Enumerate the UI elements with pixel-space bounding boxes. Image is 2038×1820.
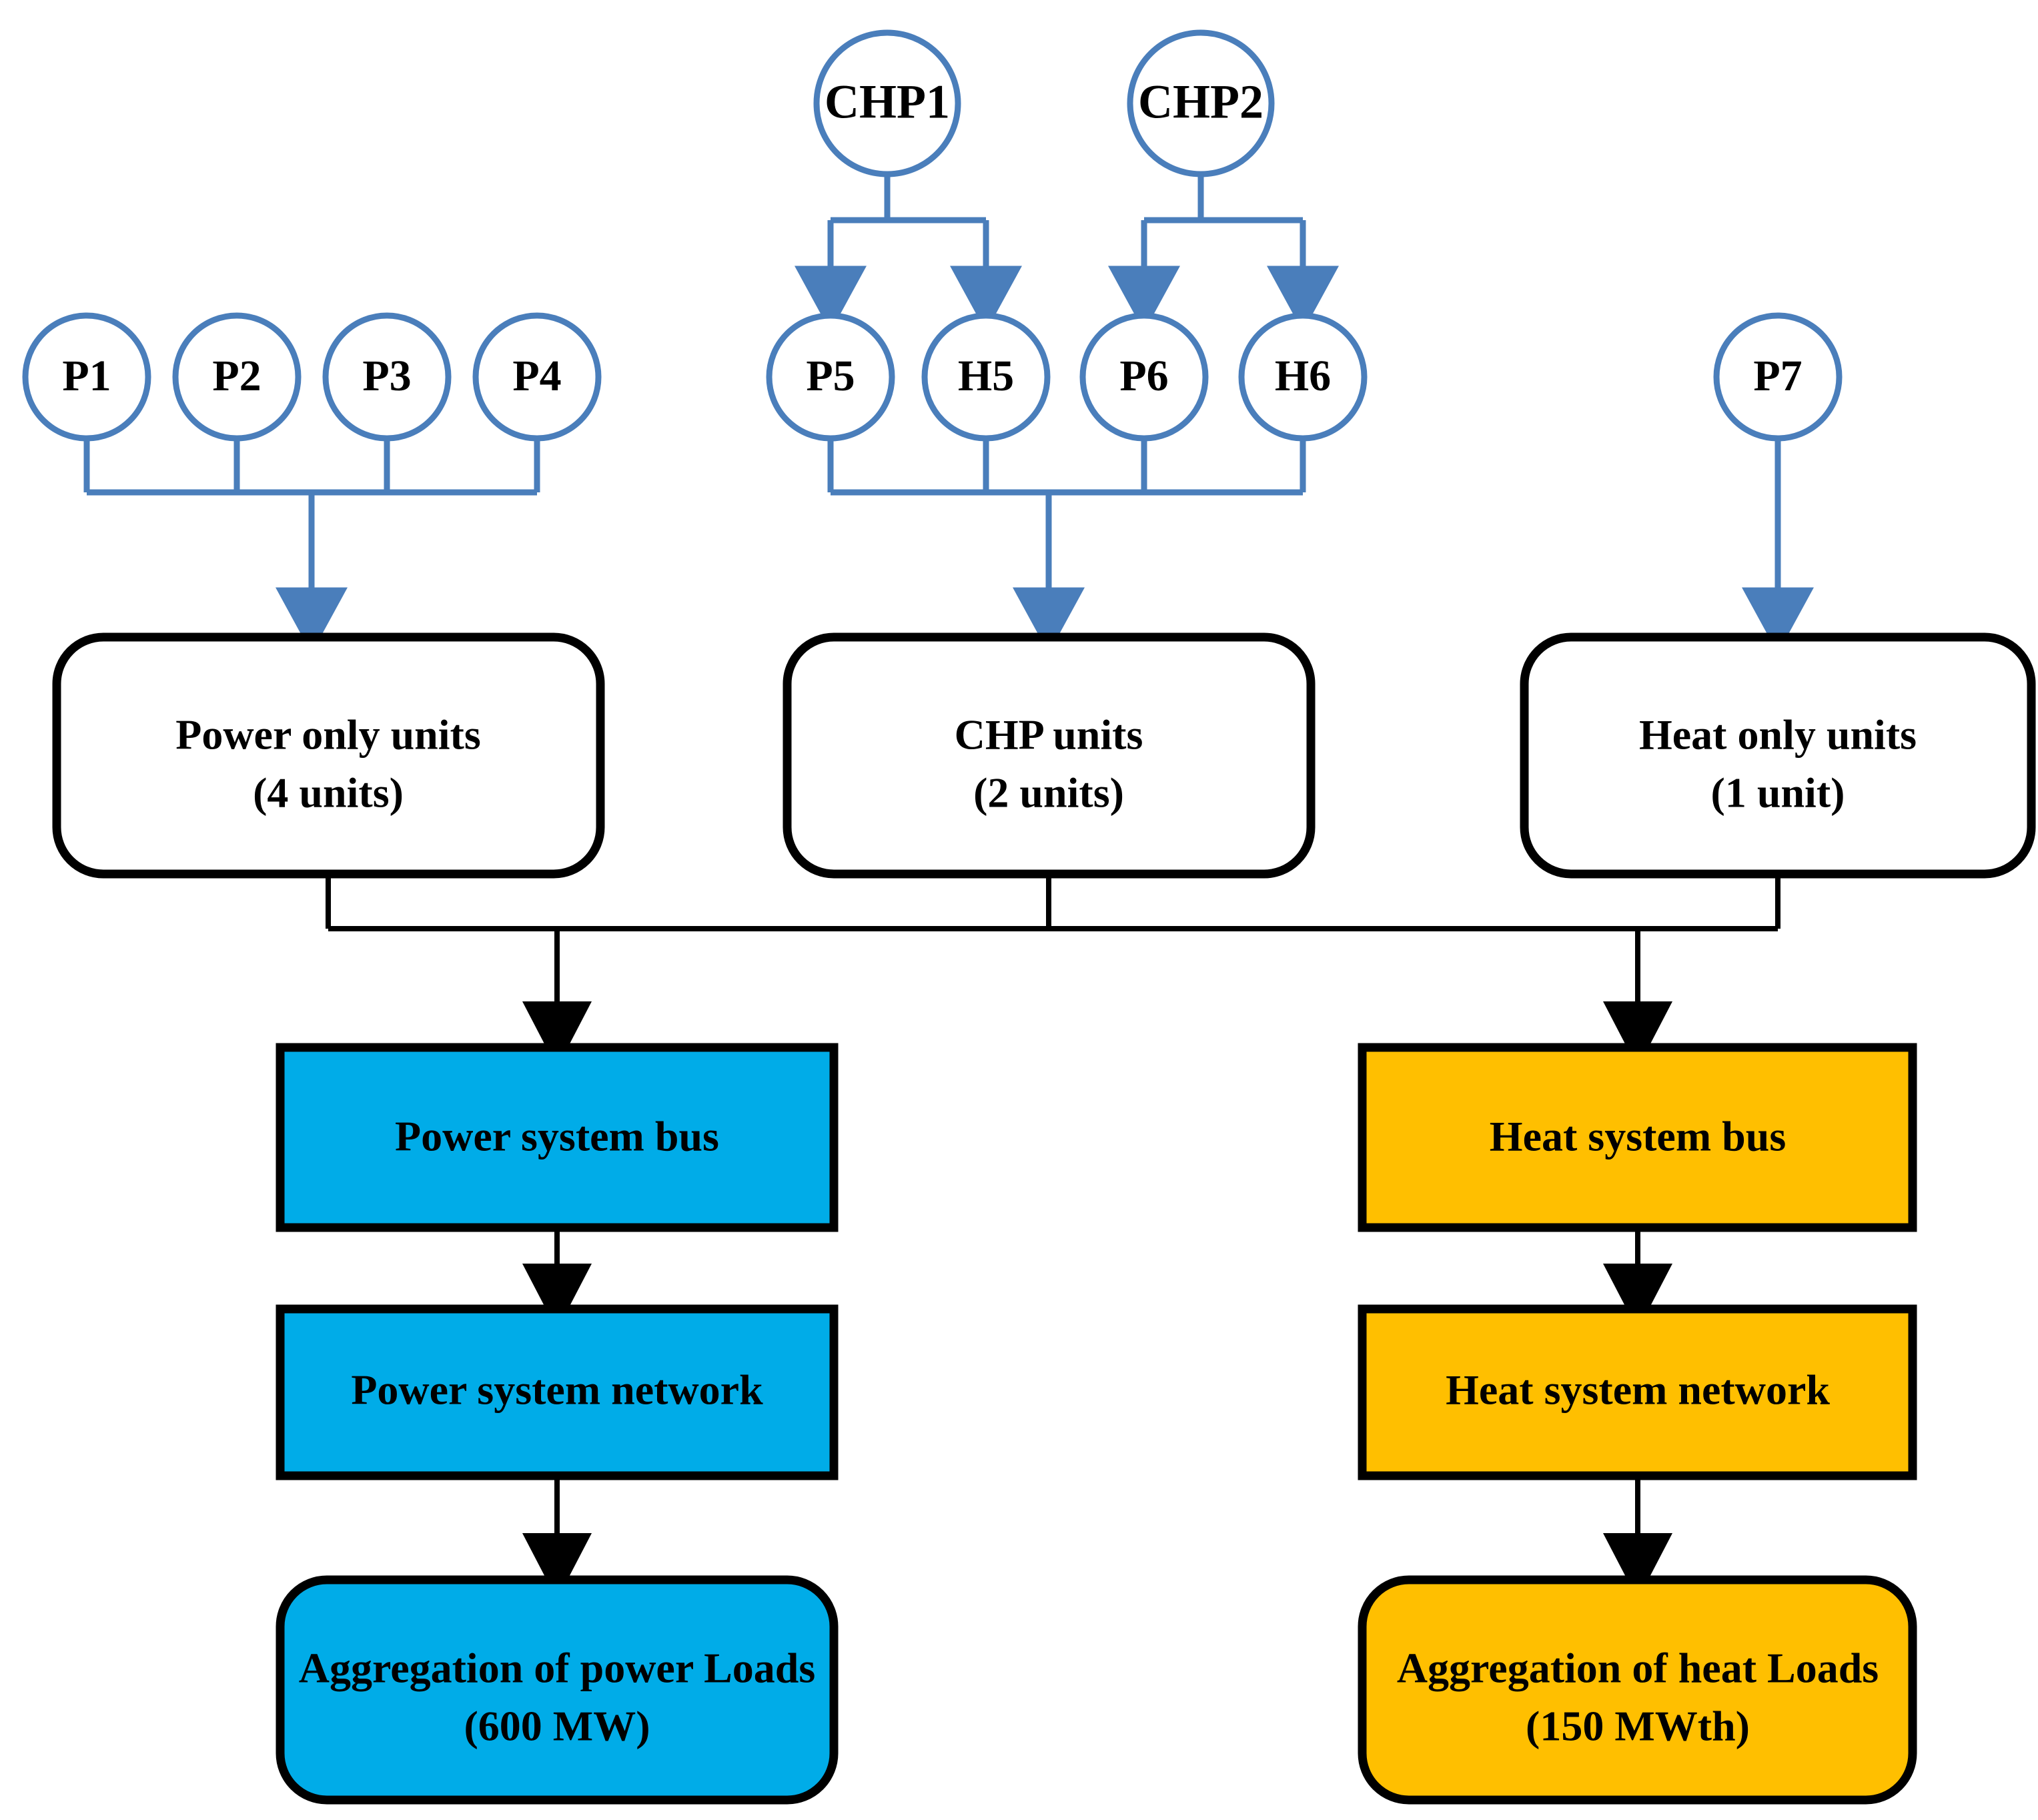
- generator-node-p1[interactable]: P1: [22, 312, 151, 442]
- generator-label: P1: [62, 352, 111, 400]
- generator-circle-icon: [22, 312, 151, 442]
- chp-split-connectors: [795, 174, 1339, 332]
- power-network-label: Power system network: [351, 1366, 763, 1414]
- generator-node-h6[interactable]: H6: [1238, 312, 1368, 442]
- power-system-bus[interactable]: Power system bus: [276, 1043, 839, 1232]
- generator-label: P4: [512, 352, 561, 400]
- heat-loads-box[interactable]: Aggregation of heat Loads (150 MWth): [1358, 1575, 1917, 1805]
- power-bus-shape: [276, 1043, 839, 1232]
- unit-box-count: (4 units): [253, 769, 404, 817]
- power-system-network[interactable]: Power system network: [276, 1304, 839, 1480]
- heat-network-label: Heat system network: [1446, 1366, 1830, 1414]
- generator-circle-icon: [1713, 312, 1843, 442]
- unit-box-heat-only[interactable]: Heat only units (1 unit): [1520, 632, 2036, 879]
- generator-circle-icon: [172, 312, 302, 442]
- heat-bus-shape: [1358, 1043, 1917, 1232]
- power-bus-label: Power system bus: [395, 1113, 719, 1160]
- unit-box-power-only[interactable]: Power only units (4 units): [52, 632, 605, 879]
- generator-circle-icon: [472, 312, 602, 442]
- generator-circle-icon: [322, 312, 452, 442]
- generator-circle-icon: [921, 312, 1051, 442]
- generator-node-p6[interactable]: P6: [1079, 312, 1209, 442]
- power-network-shape: [276, 1304, 839, 1480]
- chp-unit-connectors: [827, 438, 1306, 654]
- heat-loads-value: (150 MWth): [1526, 1703, 1750, 1750]
- power-loads-shape: [276, 1575, 839, 1805]
- heat-loads-shape: [1358, 1575, 1917, 1805]
- power-loads-box[interactable]: Aggregation of power Loads (600 MW): [276, 1575, 839, 1805]
- generator-circle-icon: [1238, 312, 1368, 442]
- main-busbar-routing: [326, 874, 1780, 1068]
- chp-label: CHP1: [825, 75, 950, 129]
- heat-loads-title: Aggregation of heat Loads: [1397, 1645, 1879, 1692]
- generator-label: P3: [362, 352, 411, 400]
- generator-label: P7: [1753, 352, 1802, 400]
- chp-circle-icon: [1127, 29, 1275, 177]
- generator-node-p5[interactable]: P5: [766, 312, 895, 442]
- generator-node-p3[interactable]: P3: [322, 312, 452, 442]
- generator-node-p7[interactable]: P7: [1713, 312, 1843, 442]
- unit-box-title: Heat only units: [1639, 711, 1917, 759]
- unit-box-count: (1 unit): [1711, 769, 1845, 817]
- heat-system-network[interactable]: Heat system network: [1358, 1304, 1917, 1480]
- generator-circle-icon: [1079, 312, 1209, 442]
- generator-node-h5[interactable]: H5: [921, 312, 1051, 442]
- power-unit-connectors: [83, 438, 540, 654]
- chp-node-chp2[interactable]: CHP2: [1127, 29, 1275, 177]
- generator-node-p4[interactable]: P4: [472, 312, 602, 442]
- chp-node-chp1[interactable]: CHP1: [813, 29, 961, 177]
- unit-box-title: CHP units: [955, 711, 1143, 759]
- chp-label: CHP2: [1138, 75, 1263, 129]
- generator-label: P6: [1119, 352, 1168, 400]
- generator-label: H6: [1275, 352, 1331, 400]
- unit-box-count: (2 units): [973, 769, 1124, 817]
- generator-node-p2[interactable]: P2: [172, 312, 302, 442]
- generator-label: P5: [806, 352, 855, 400]
- generator-circle-icon: [766, 312, 895, 442]
- generator-label: H5: [958, 352, 1014, 400]
- heat-system-bus[interactable]: Heat system bus: [1358, 1043, 1917, 1232]
- chp-circle-icon: [813, 29, 961, 177]
- power-loads-title: Aggregation of power Loads: [299, 1645, 816, 1692]
- generator-label: P2: [212, 352, 261, 400]
- heat-bus-label: Heat system bus: [1490, 1113, 1786, 1160]
- unit-box-title: Power only units: [175, 711, 481, 759]
- power-loads-value: (600 MW): [464, 1703, 650, 1750]
- unit-box-chp[interactable]: CHP units (2 units): [783, 632, 1316, 879]
